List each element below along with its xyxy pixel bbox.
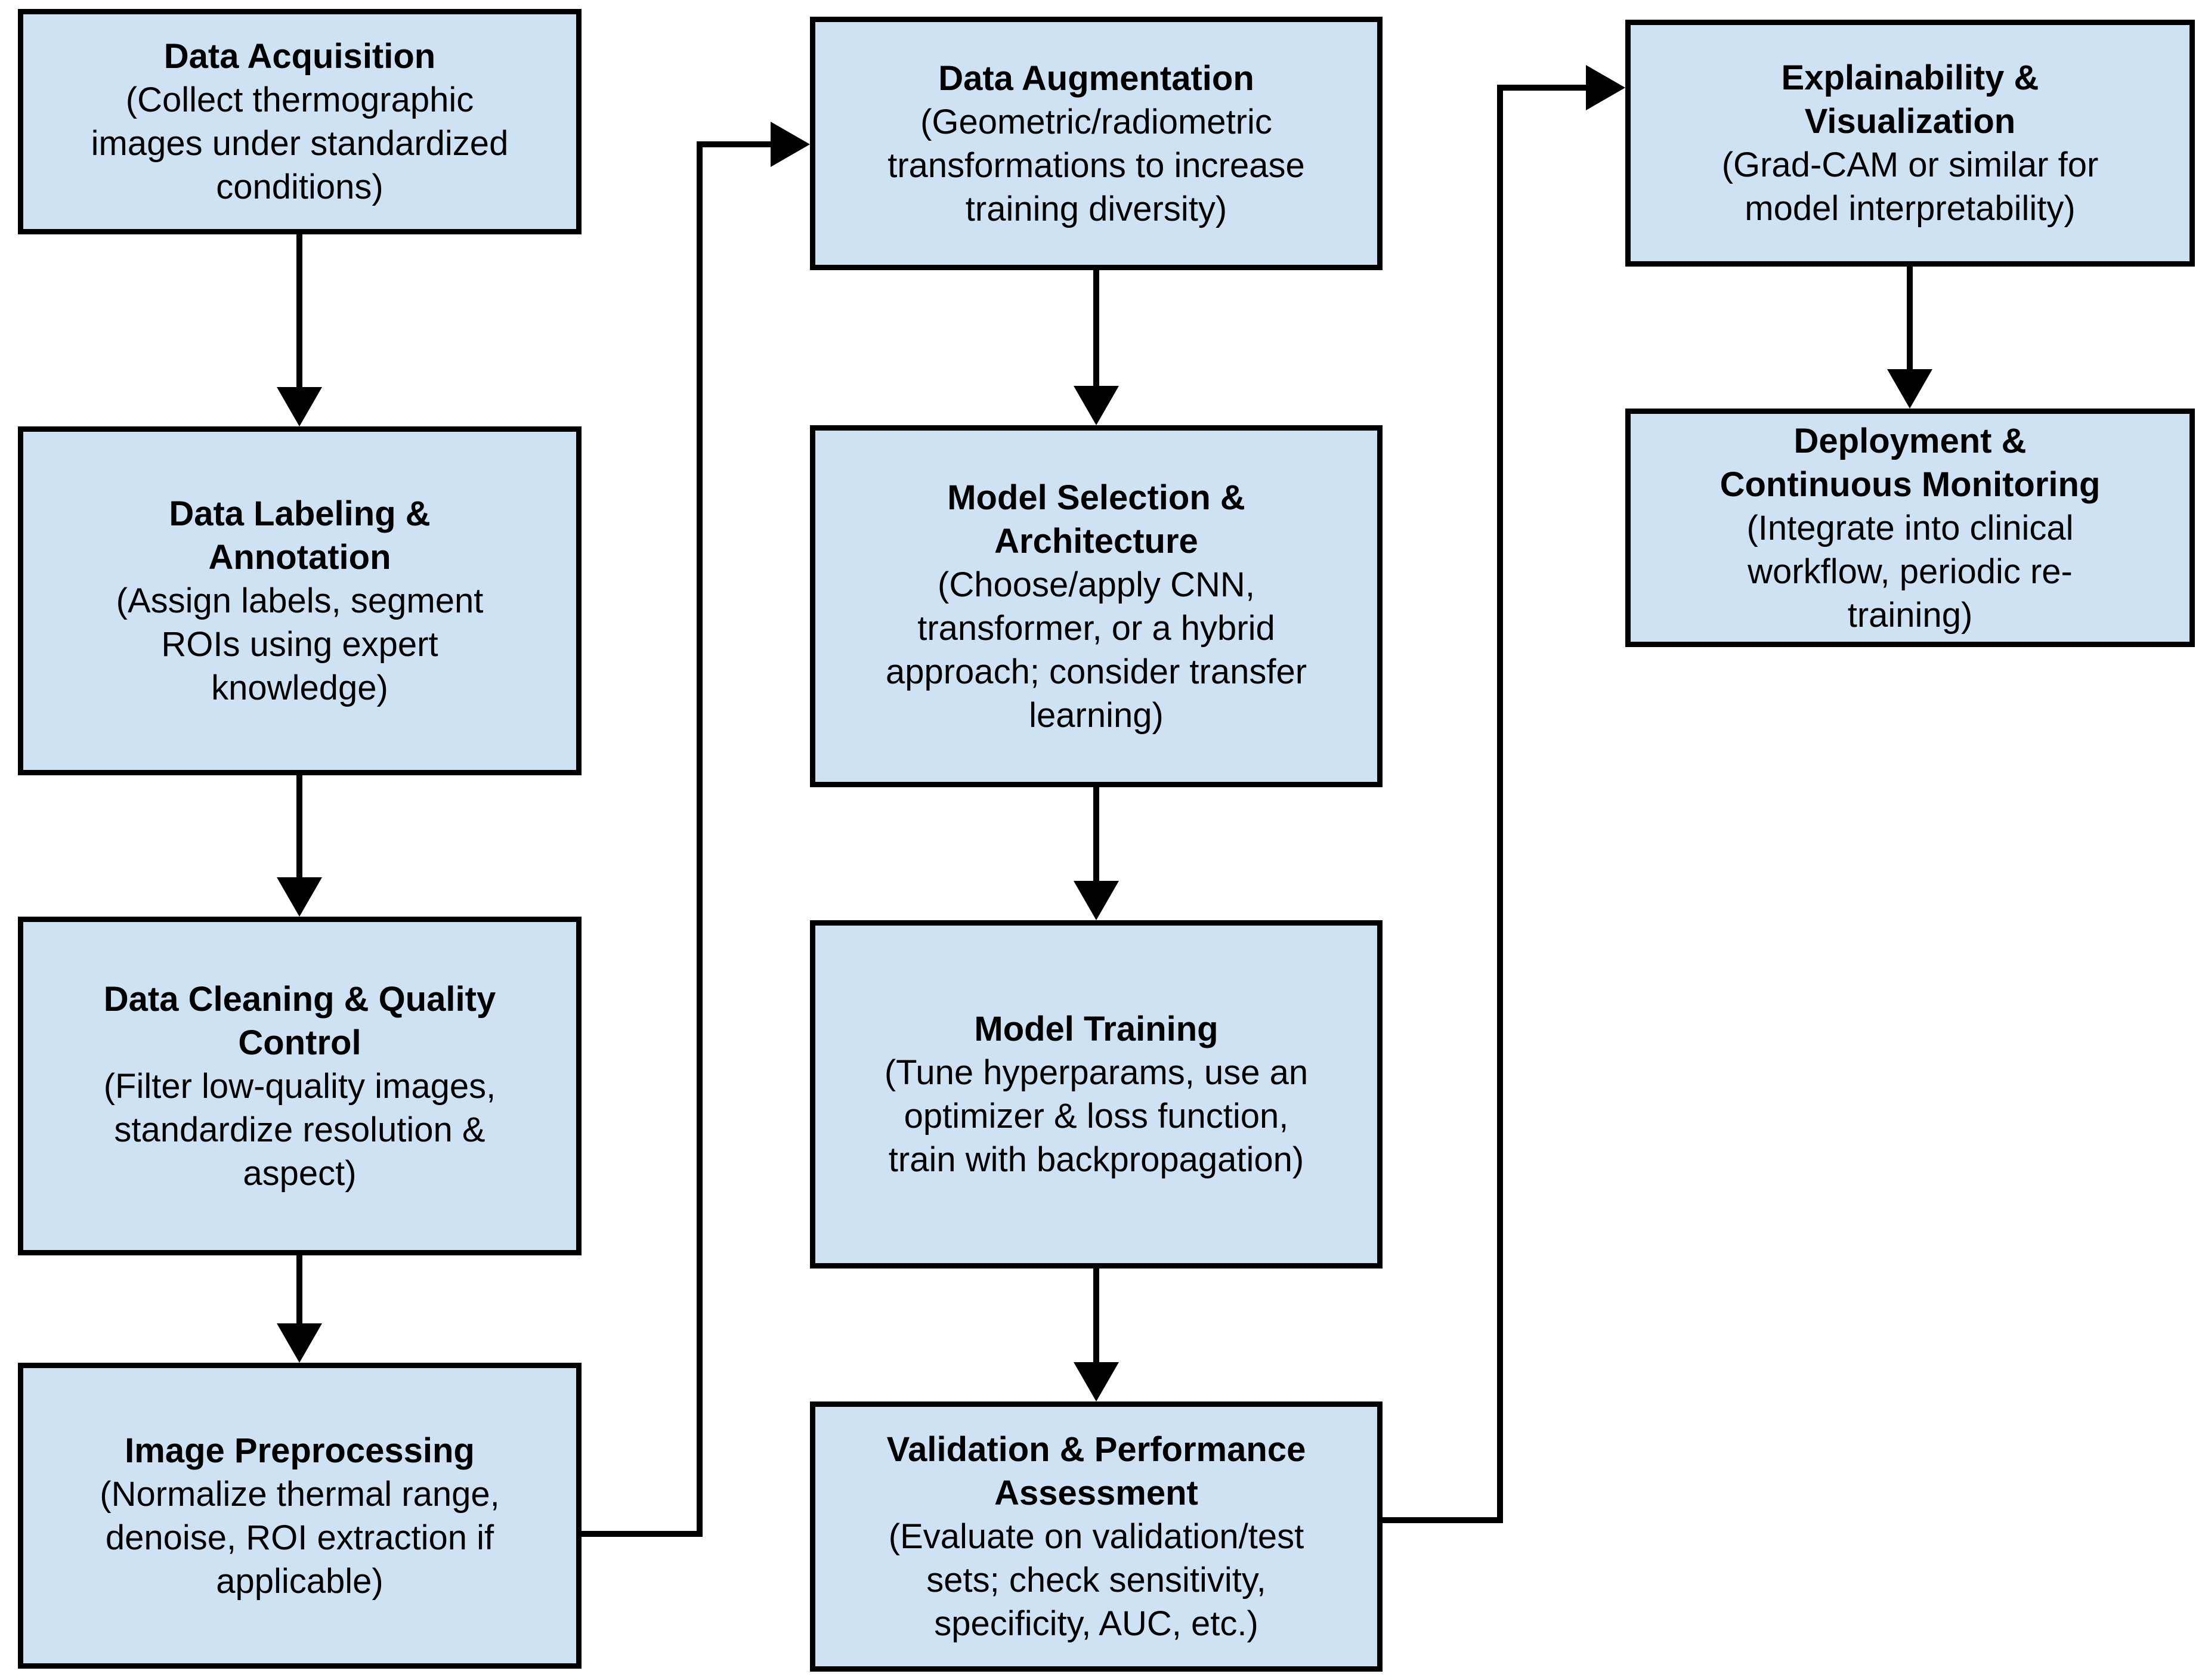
box-desc: (Geometric/radiometric transformations t… [887, 102, 1305, 228]
arrow-line-labeling-to-cleaning [296, 775, 302, 880]
flow-box-data-labeling-annotation: Data Labeling & Annotation (Assign label… [18, 426, 582, 775]
box-desc: (Evaluate on validation/test sets; check… [888, 1517, 1304, 1643]
flow-box-data-augmentation: Data Augmentation (Geometric/radiometric… [810, 17, 1383, 270]
flow-box-deployment-continuous-monitoring: Deployment & Continuous Monitoring (Inte… [1625, 409, 2195, 647]
flow-box-data-cleaning-quality-control: Data Cleaning & Quality Control (Filter … [18, 917, 582, 1255]
box-desc: (Choose/apply CNN, transformer, or a hyb… [885, 565, 1307, 735]
box-desc: (Tune hyperparams, use an optimizer & lo… [884, 1053, 1309, 1179]
box-desc: (Normalize thermal range, denoise, ROI e… [100, 1474, 500, 1601]
arrowhead-cleaning-to-preprocessing-icon [277, 1323, 322, 1363]
box-desc: (Integrate into clinical workflow, perio… [1746, 508, 2074, 635]
connector-preprocessing-to-augmentation-h2 [697, 141, 774, 147]
box-title: Data Acquisition [163, 37, 436, 76]
flow-box-explainability-visualization: Explainability & Visualization (Grad-CAM… [1625, 20, 2195, 267]
flow-box-data-acquisition: Data Acquisition (Collect thermographic … [18, 9, 582, 234]
arrow-line-augmentation-to-selection [1093, 270, 1099, 389]
connector-validation-to-explainability-h1 [1383, 1517, 1503, 1523]
box-title: Deployment & Continuous Monitoring [1720, 421, 2101, 504]
connector-preprocessing-to-augmentation-h1 [582, 1531, 700, 1537]
flow-box-model-training: Model Training (Tune hyperparams, use an… [810, 920, 1383, 1268]
arrowhead-augmentation-to-selection-icon [1074, 386, 1119, 425]
box-title: Data Labeling & Annotation [169, 494, 431, 577]
connector-validation-to-explainability-v [1497, 85, 1503, 1523]
arrowhead-validation-to-explainability-icon [1586, 65, 1625, 110]
box-title: Image Preprocessing [125, 1431, 475, 1470]
arrowhead-explainability-to-deployment-icon [1887, 369, 1932, 409]
box-title: Validation & Performance Assessment [886, 1430, 1306, 1512]
box-title: Explainability & Visualization [1781, 58, 2039, 141]
box-title: Data Augmentation [938, 58, 1254, 98]
arrowhead-acquisition-to-labeling-icon [277, 387, 322, 426]
connector-validation-to-explainability-h2 [1497, 85, 1589, 91]
arrowhead-labeling-to-cleaning-icon [277, 877, 322, 917]
box-desc: (Collect thermographic images under stan… [91, 81, 509, 206]
box-desc: (Grad-CAM or similar for model interpret… [1721, 146, 2099, 228]
box-title: Data Cleaning & Quality Control [103, 979, 496, 1062]
box-title: Model Selection & Architecture [947, 478, 1245, 561]
connector-preprocessing-to-augmentation-v [697, 141, 703, 1537]
flow-box-validation-performance-assessment: Validation & Performance Assessment (Eva… [810, 1401, 1383, 1672]
arrowhead-preprocessing-to-augmentation-icon [771, 122, 810, 167]
arrow-line-cleaning-to-preprocessing [296, 1255, 302, 1326]
arrowhead-selection-to-training-icon [1074, 881, 1119, 920]
flow-box-model-selection-architecture: Model Selection & Architecture (Choose/a… [810, 425, 1383, 787]
arrow-line-selection-to-training [1093, 787, 1099, 884]
arrow-line-acquisition-to-labeling [296, 234, 302, 390]
flow-box-image-preprocessing: Image Preprocessing (Normalize thermal r… [18, 1363, 582, 1669]
box-title: Model Training [974, 1010, 1219, 1048]
arrow-line-explainability-to-deployment [1907, 267, 1913, 372]
box-desc: (Assign labels, segment ROIs using exper… [116, 581, 484, 707]
box-desc: (Filter low-quality images, standardize … [103, 1066, 496, 1193]
arrowhead-training-to-validation-icon [1074, 1362, 1119, 1401]
arrow-line-training-to-validation [1093, 1268, 1099, 1365]
